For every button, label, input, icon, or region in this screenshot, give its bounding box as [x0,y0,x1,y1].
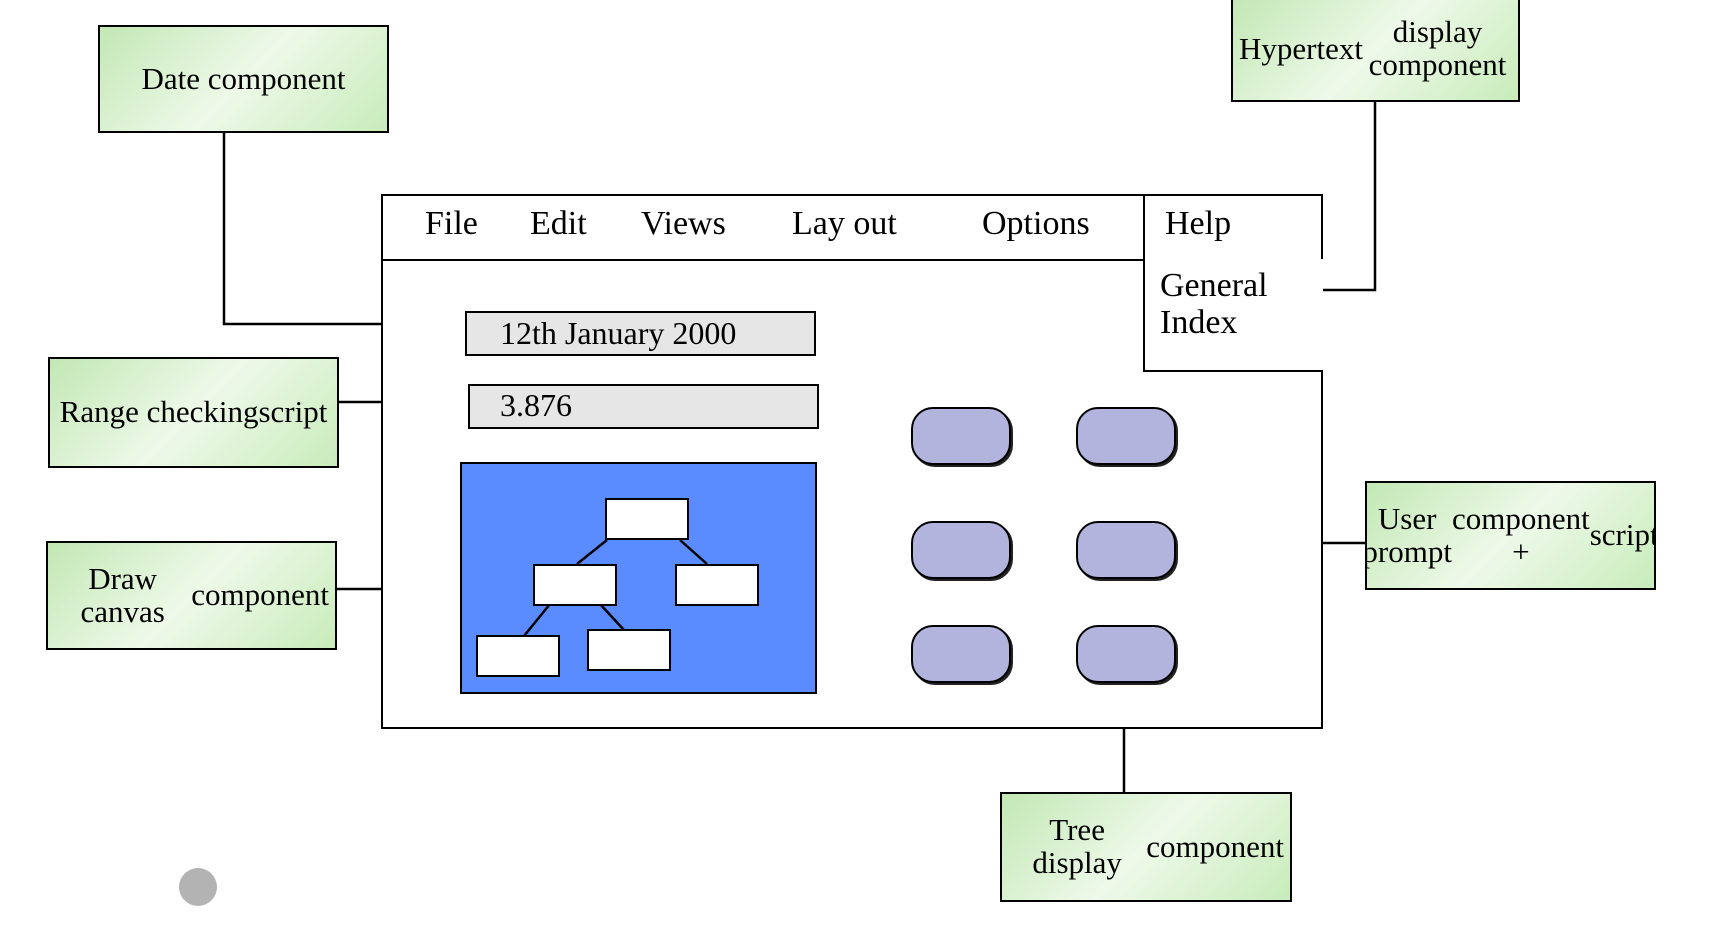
tree-edge [599,603,625,631]
menu-separator [1143,196,1145,261]
menu-bar: File Edit Views Lay out Options Help [383,196,1321,261]
prompt-button-6[interactable] [1076,625,1176,683]
tree-node-left-right [587,629,671,671]
help-dropdown-menu: General Index [1143,259,1323,372]
draw-canvas-component-callout: Draw canvas component [46,541,337,650]
app-window: File Edit Views Lay out Options Help Gen… [381,194,1323,729]
range-checking-script-callout: Range checking script [48,357,339,468]
prompt-button-3[interactable] [911,521,1011,579]
tree-edge [523,603,551,637]
menu-edit[interactable]: Edit [530,205,587,242]
prompt-button-2[interactable] [1076,407,1176,465]
menu-help[interactable]: Help [1165,205,1232,242]
date-field[interactable]: 12th January 2000 [465,311,816,356]
hypertext-display-component-callout: Hypertext display component [1231,0,1520,102]
tree-node-left-left [476,635,560,677]
menu-options[interactable]: Options [982,205,1090,242]
tree-edge [576,539,608,565]
tree-diagram [476,498,759,677]
tree-node-right [675,564,759,606]
date-component-callout: Date component [98,25,389,133]
menu-file[interactable]: File [425,205,478,242]
help-menu-item-index[interactable]: Index [1160,304,1238,341]
user-prompt-component-callout: User prompt component + script [1365,481,1656,590]
help-menu-item-general[interactable]: General [1160,267,1268,304]
menu-views[interactable]: Views [641,205,726,242]
menu-layout[interactable]: Lay out [792,205,897,242]
prompt-button-1[interactable] [911,407,1011,465]
tree-edge [679,539,708,565]
draw-canvas[interactable] [460,462,817,694]
tree-node-left [533,564,617,606]
tree-display-component-callout: Tree display component [1000,792,1292,902]
prompt-button-4[interactable] [1076,521,1176,579]
prompt-button-5[interactable] [911,625,1011,683]
range-field[interactable]: 3.876 [468,384,819,429]
decorative-dot [179,868,217,906]
tree-node-root [605,498,689,540]
